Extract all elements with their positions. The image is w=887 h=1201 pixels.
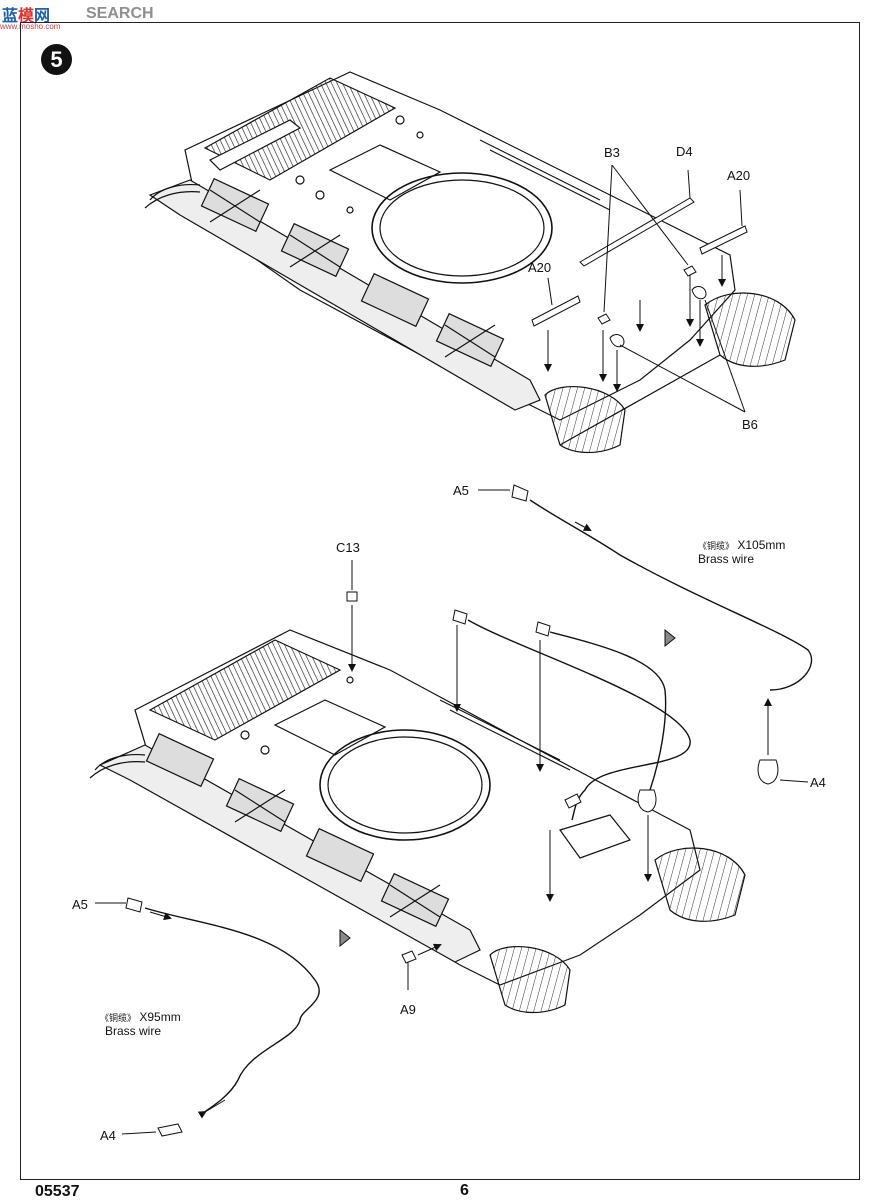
catalog-number: 05537 [35, 1183, 80, 1200]
page-border [20, 22, 860, 1180]
watermark-text: SEARCH [86, 5, 154, 22]
part-label-a9: A9 [400, 1002, 416, 1017]
lower-parts [95, 484, 813, 1137]
part-label-b6: B6 [742, 417, 758, 432]
part-label-c13: C13 [336, 540, 360, 555]
part-label-a4-right: A4 [810, 775, 826, 790]
page-number: 6 [460, 1182, 469, 1199]
wire-note-long: 《铜缆》 X105mm Brass wire [698, 538, 786, 566]
lower-hull [89, 629, 746, 1014]
watermark-logo: 蓝模网 [2, 6, 51, 25]
upper-parts [531, 164, 748, 413]
part-label-a5-top: A5 [453, 483, 469, 498]
part-label-a20-right: A20 [727, 168, 751, 183]
upper-hull [144, 71, 796, 454]
part-label-d4: D4 [676, 144, 693, 159]
watermark: www.mosho.com [0, 0, 170, 34]
part-label-b3: B3 [604, 145, 620, 160]
wire-note-short: 《铜缆》 X95mm Brass wire [100, 1010, 181, 1038]
part-label-a20-left: A20 [528, 260, 552, 275]
watermark-url: www.mosho.com [0, 22, 61, 31]
step-number-badge: 5 [41, 44, 72, 75]
part-label-a5-left: A5 [72, 897, 88, 912]
part-label-a4-left: A4 [100, 1128, 116, 1143]
